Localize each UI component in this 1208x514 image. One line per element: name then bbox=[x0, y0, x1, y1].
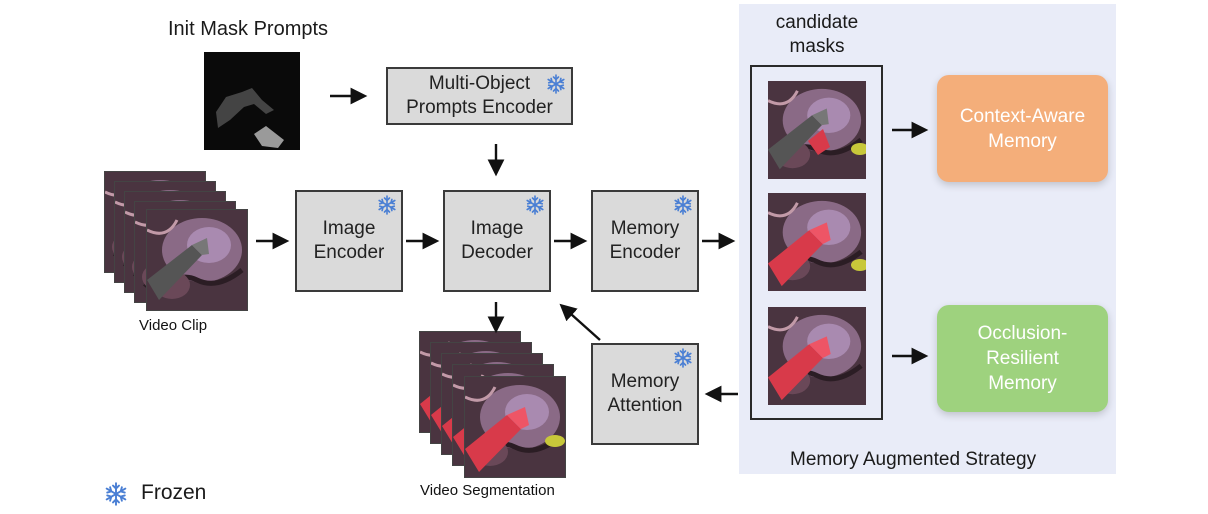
video-segmentation-stack bbox=[420, 332, 566, 478]
frozen-legend-label: Frozen bbox=[141, 481, 207, 504]
memory-encoder-block: Memory Encoder bbox=[591, 190, 699, 292]
occlusion-resilient-memory-label: Occlusion- Resilient Memory bbox=[977, 323, 1068, 394]
image-decoder-block: Image Decoder bbox=[443, 190, 551, 292]
mask-prompt-image bbox=[204, 52, 300, 150]
prompts-encoder-block: Multi-Object Prompts Encoder bbox=[386, 67, 573, 125]
image-encoder-label: Image Encoder bbox=[313, 218, 385, 263]
memory-encoder-label: Memory Encoder bbox=[609, 218, 681, 263]
context-aware-memory-label: Context-Aware Memory bbox=[959, 105, 1086, 152]
arrow-attention-to-decoder bbox=[559, 303, 601, 341]
memory-attention-label: Memory Attention bbox=[607, 371, 683, 416]
strategy-label: Memory Augmented Strategy bbox=[790, 449, 1037, 470]
candidate-mask-2 bbox=[768, 193, 866, 291]
image-decoder-label: Image Decoder bbox=[461, 218, 533, 263]
video-clip-label: Video Clip bbox=[139, 317, 208, 334]
occlusion-resilient-memory: Occlusion- Resilient Memory bbox=[937, 305, 1108, 412]
init-mask-prompts-title: Init Mask Prompts bbox=[168, 18, 329, 40]
context-aware-memory: Context-Aware Memory bbox=[937, 75, 1108, 182]
image-encoder-block: Image Encoder bbox=[295, 190, 403, 292]
candidate-masks-frame bbox=[750, 65, 883, 420]
memory-attention-block: Memory Attention bbox=[591, 343, 699, 445]
video-segmentation-label: Video Segmentation bbox=[420, 482, 555, 499]
candidate-masks-label: candidate masks bbox=[775, 12, 859, 57]
candidate-mask-1 bbox=[768, 81, 866, 179]
prompts-encoder-label: Multi-Object Prompts Encoder bbox=[406, 73, 553, 118]
